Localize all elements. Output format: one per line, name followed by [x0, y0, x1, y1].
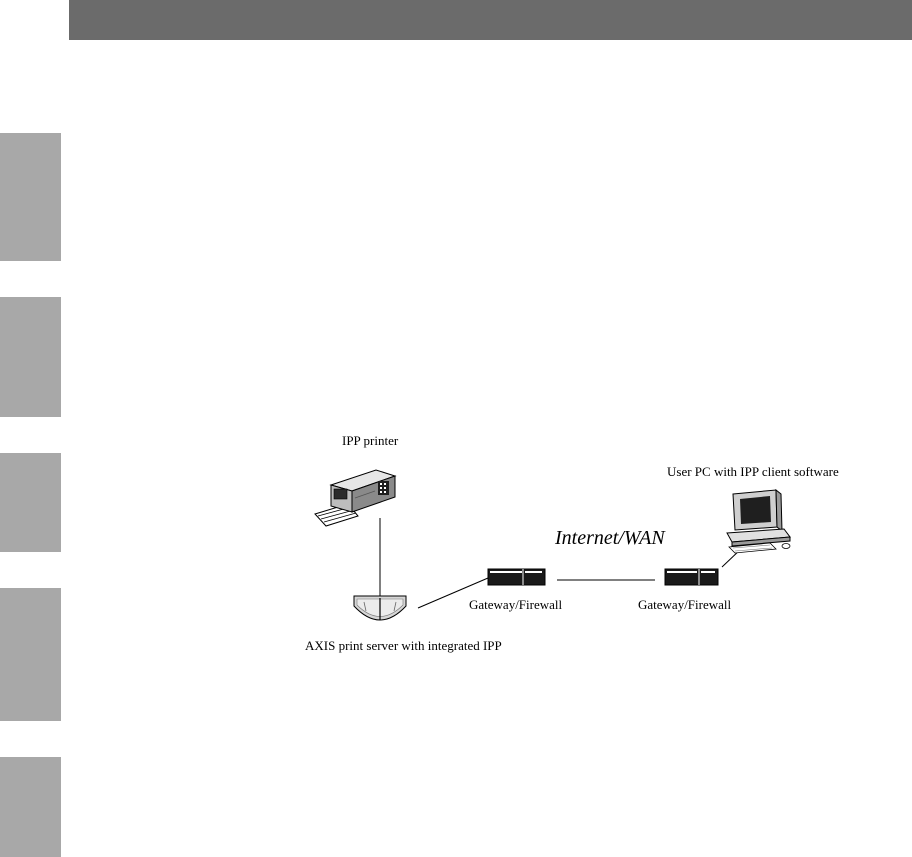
gateway-left-label: Gateway/Firewall [469, 597, 562, 613]
gateway-right-icon [665, 569, 718, 585]
print-server-label: AXIS print server with integrated IPP [305, 638, 502, 654]
gateway-right-label: Gateway/Firewall [638, 597, 731, 613]
gateway-left-icon [488, 569, 545, 585]
print-server-icon [354, 596, 406, 620]
printer-icon [315, 470, 395, 526]
user-pc-label: User PC with IPP client software [667, 464, 839, 480]
printer-label: IPP printer [342, 433, 398, 449]
network-label: Internet/WAN [555, 527, 665, 550]
user-pc-icon [727, 490, 790, 553]
